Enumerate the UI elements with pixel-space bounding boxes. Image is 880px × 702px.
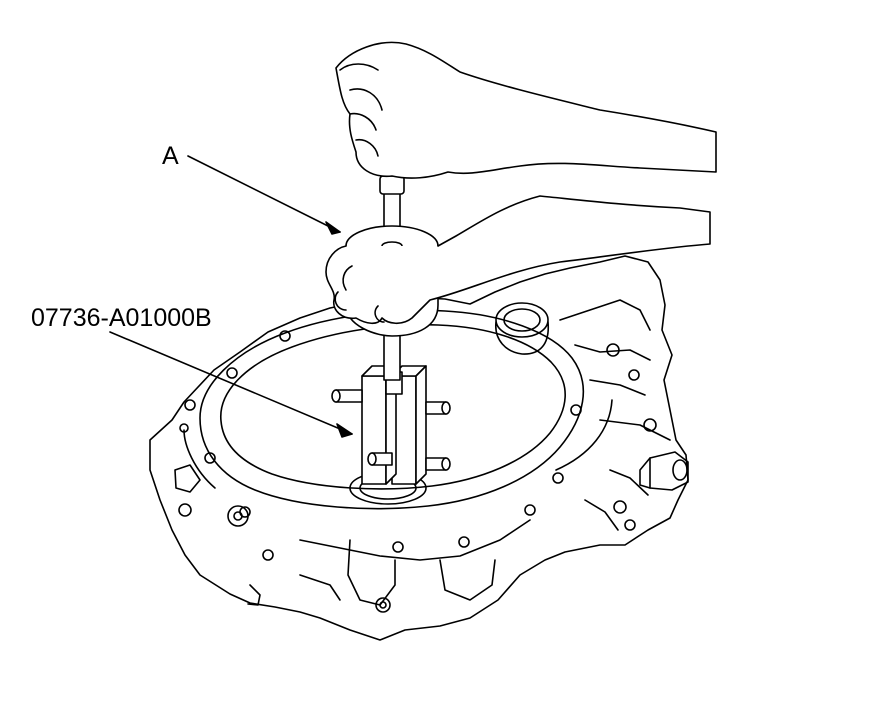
lower-hand [325,195,711,325]
callout-label-a: A [162,142,179,170]
solenoid [649,451,689,491]
bolt-holes [179,330,582,561]
upper-hand [335,41,717,179]
leader-line-a [187,155,341,233]
callout-label-tool-number: 07736-A01000B [31,304,212,332]
leader-line-tool [109,331,353,435]
housing-rim [199,309,585,510]
leader-arrow-tool [336,423,353,438]
bearing-puller [331,365,451,485]
housing-face [220,323,566,490]
seal [495,302,549,338]
leader-arrow-a [325,221,341,235]
